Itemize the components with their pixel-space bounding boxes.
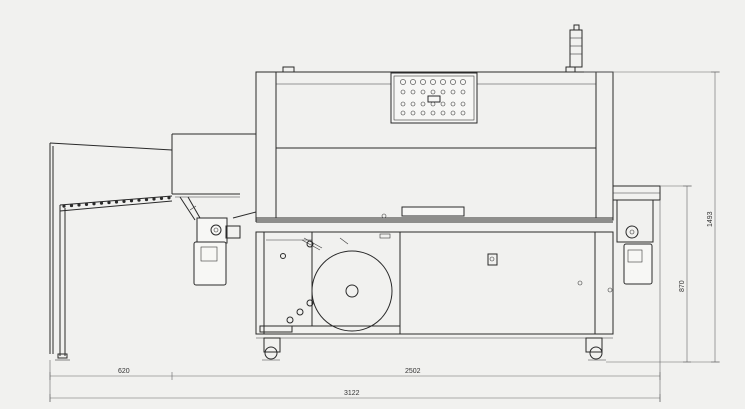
infeed-hood — [171, 133, 257, 286]
conveyor-roller — [69, 203, 74, 208]
panel-button — [430, 110, 436, 116]
panel-button — [400, 89, 406, 95]
panel-button — [460, 101, 466, 107]
panel-button — [450, 89, 456, 95]
conveyor-roller — [137, 198, 141, 202]
panel-button — [440, 89, 446, 95]
conveyor-roller — [114, 200, 119, 204]
panel-button — [400, 101, 406, 107]
panel-button — [410, 101, 416, 107]
conveyor-roller — [167, 196, 171, 200]
panel-button — [400, 110, 406, 116]
dimension-lines — [49, 71, 720, 402]
caster-wheel-left — [264, 346, 278, 360]
conveyor-roller — [99, 201, 104, 205]
control-panel-buttons — [400, 79, 466, 116]
conveyor-roller — [107, 200, 111, 205]
panel-button — [450, 101, 456, 107]
panel-button — [450, 110, 456, 116]
conveyor-roller — [84, 202, 89, 206]
dim-label-left-section: 620 — [118, 368, 130, 375]
conveyor-roller — [92, 202, 96, 206]
film-reel — [311, 250, 393, 332]
conveyor-roller — [144, 197, 149, 202]
conveyor-roller — [159, 196, 164, 200]
panel-button — [460, 110, 466, 116]
panel-button — [450, 79, 456, 85]
outfeed-unit — [607, 185, 661, 293]
panel-button — [430, 79, 436, 85]
panel-button — [430, 89, 436, 95]
conveyor-roller — [122, 199, 126, 203]
infeed-conveyor — [49, 142, 173, 361]
panel-button — [460, 79, 466, 85]
machine-base — [255, 231, 614, 361]
panel-button — [420, 110, 426, 116]
panel-button — [420, 79, 426, 85]
panel-button — [410, 89, 416, 95]
panel-button — [420, 101, 426, 107]
dim-label-conveyor-height: 870 — [679, 280, 686, 292]
dim-label-total-width: 3122 — [344, 390, 360, 397]
caster-wheel-right — [589, 346, 603, 360]
panel-button — [460, 89, 466, 95]
panel-button — [440, 101, 446, 107]
panel-button — [410, 110, 416, 116]
conveyor-roller — [129, 199, 134, 203]
panel-button — [440, 79, 446, 85]
panel-button — [410, 79, 416, 85]
conveyor-roller — [77, 203, 81, 207]
dim-label-right-section: 2502 — [405, 368, 421, 375]
conveyor-roller — [62, 204, 66, 208]
panel-button — [440, 110, 446, 116]
conveyor-roller — [152, 197, 156, 201]
panel-button — [400, 79, 406, 85]
conveyor-rollers — [62, 196, 171, 208]
dim-label-total-height: 1493 — [707, 211, 714, 227]
control-panel — [390, 72, 478, 124]
panel-button — [420, 89, 426, 95]
